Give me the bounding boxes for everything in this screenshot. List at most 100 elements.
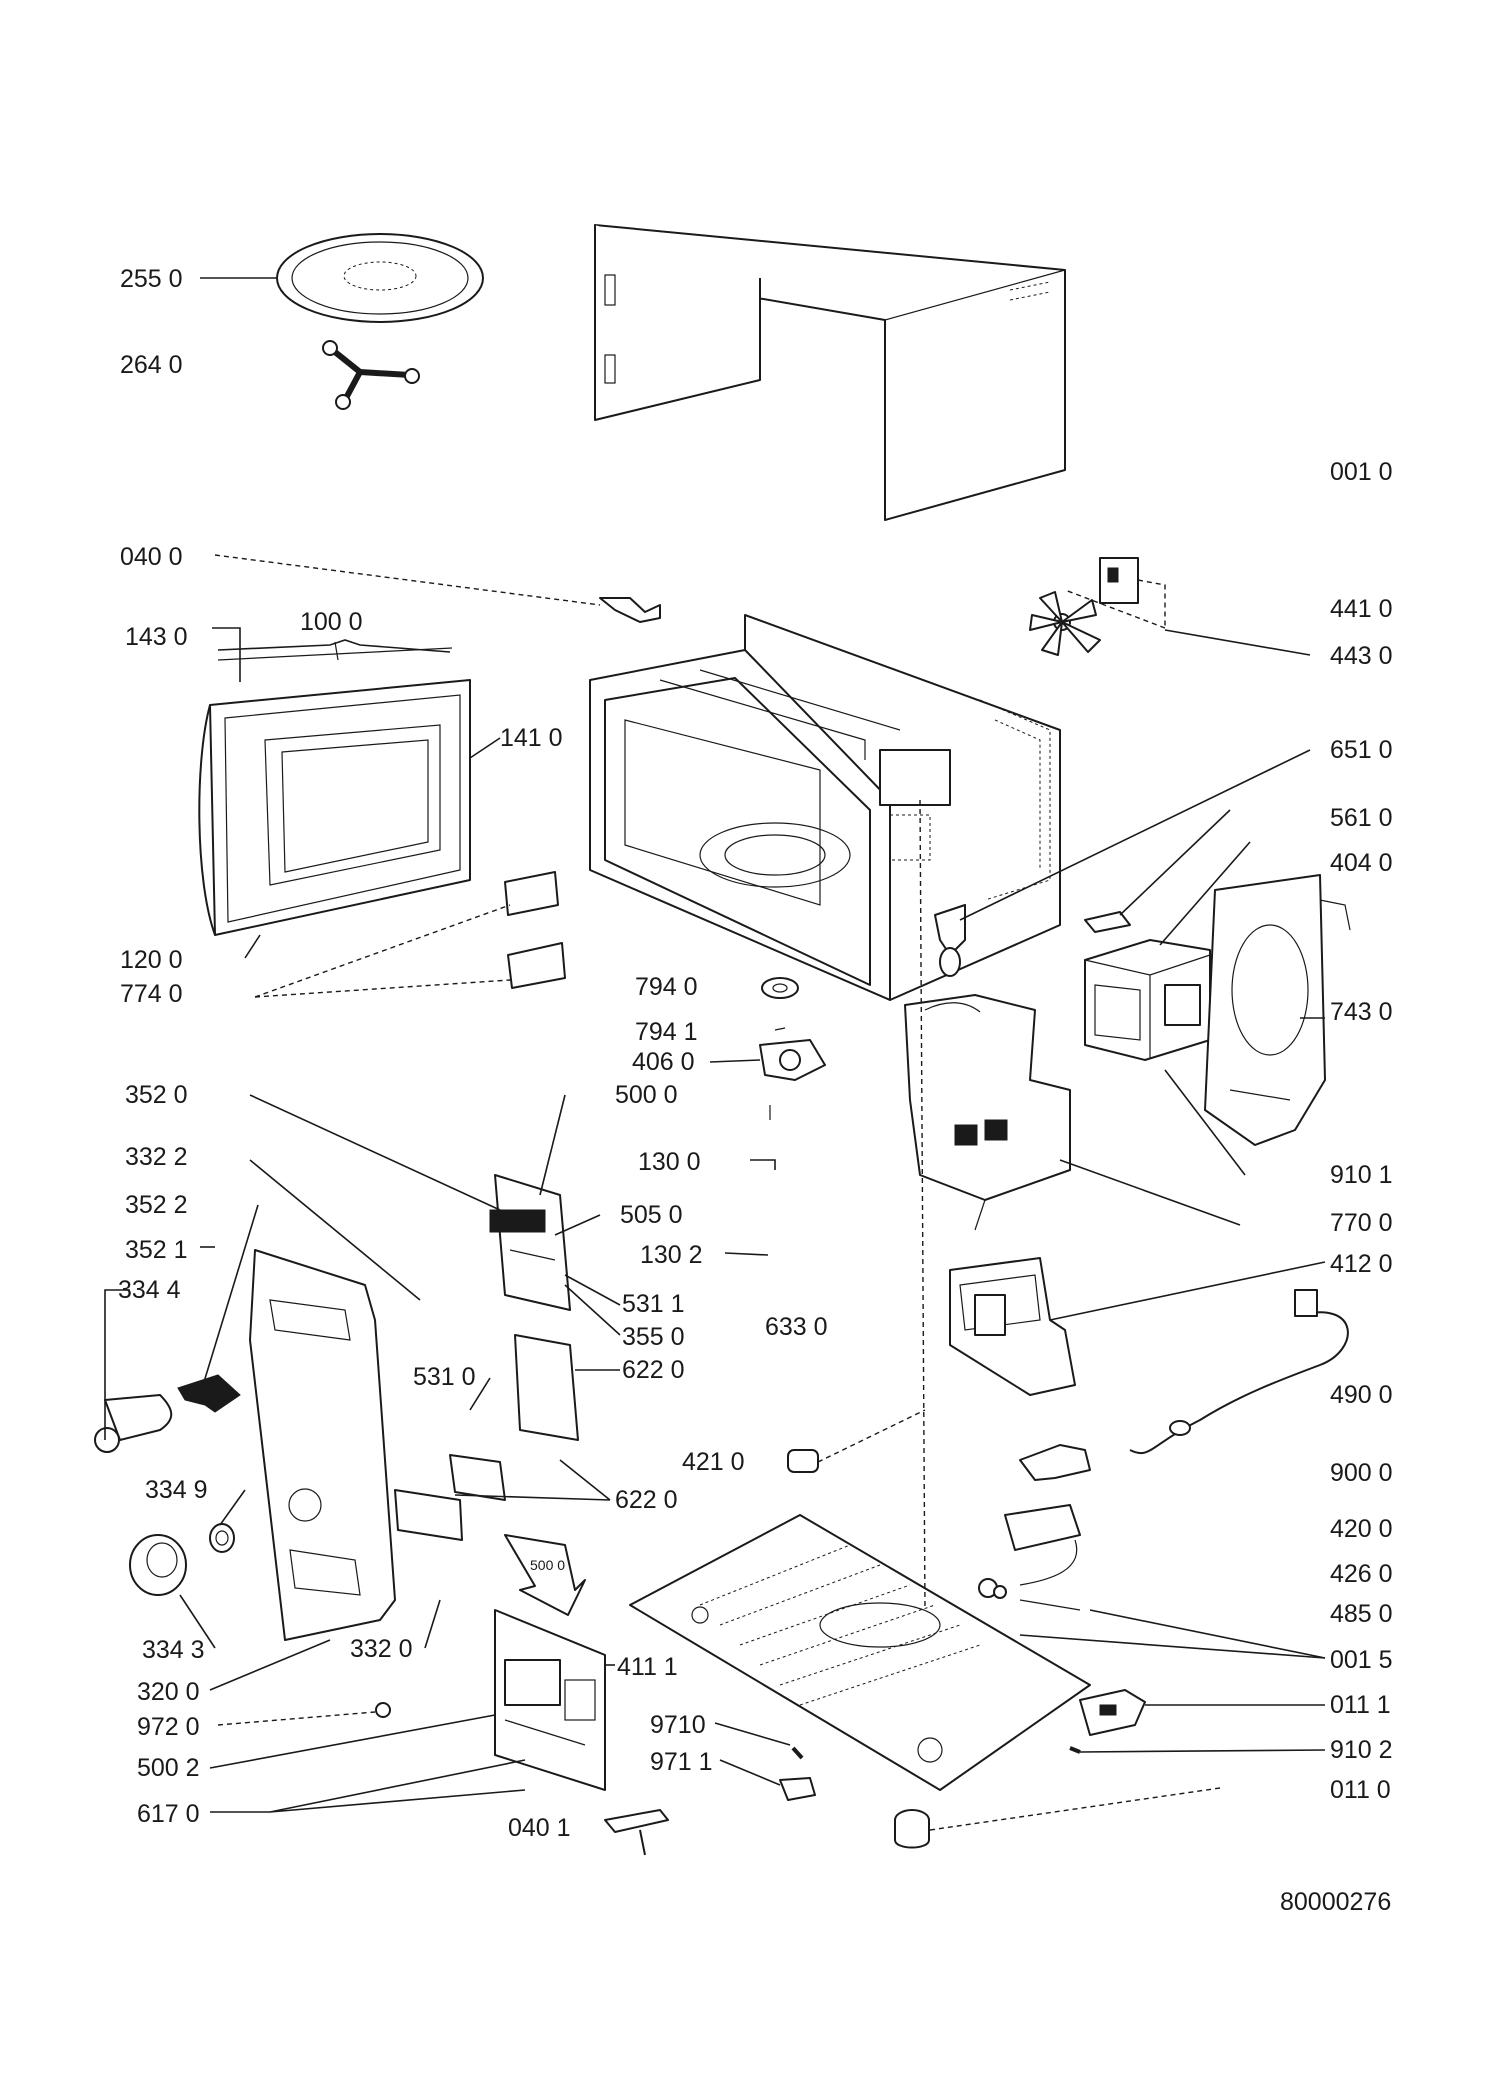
waveguide-cover <box>904 994 1071 1231</box>
callout-633-0: 633 0 <box>765 1313 828 1341</box>
callout-332-2: 332 2 <box>125 1143 188 1171</box>
turntable-plate <box>276 233 484 323</box>
callout-334-9: 334 9 <box>145 1476 208 1504</box>
callout-120-0: 120 0 <box>120 946 183 974</box>
callout-352-0: 352 0 <box>125 1081 188 1109</box>
callout-040-0: 040 0 <box>120 543 183 571</box>
callout-255-0: 255 0 <box>120 265 183 293</box>
stirrer <box>1084 911 1131 933</box>
pad-lower <box>507 942 566 989</box>
callout-910-2: 910 2 <box>1330 1736 1393 1764</box>
callout-617-0: 617 0 <box>137 1800 200 1828</box>
callout-770-0: 770 0 <box>1330 1209 1393 1237</box>
callout-900-0: 900 0 <box>1330 1459 1393 1487</box>
leader-lines <box>104 277 1326 1831</box>
outer-cabinet <box>594 224 1066 521</box>
callout-420-0: 420 0 <box>1330 1515 1393 1543</box>
callout-011-0: 011 0 <box>1330 1776 1391 1804</box>
callout-001-0: 001 0 <box>1330 458 1393 486</box>
callout-100-0: 100 0 <box>300 608 363 636</box>
callout-500-0: 500 0 <box>615 1081 678 1109</box>
callout-774-0: 774 0 <box>120 980 183 1008</box>
callout-910-1: 910 1 <box>1330 1161 1393 1189</box>
screw-910-2 <box>1069 1746 1081 1754</box>
callout-404-0: 404 0 <box>1330 849 1393 877</box>
bracket-top <box>599 597 661 623</box>
clip-971-1 <box>779 1777 816 1801</box>
callout-794-0: 794 0 <box>635 973 698 1001</box>
callout-971-1: 971 1 <box>650 1748 713 1776</box>
callout-490-0: 490 0 <box>1330 1381 1393 1409</box>
callout-412-0: 412 0 <box>1330 1250 1393 1278</box>
keypad-pcb <box>394 1334 579 1541</box>
knob-small <box>94 1394 173 1453</box>
callout-443-0: 443 0 <box>1330 642 1393 670</box>
door-assembly <box>198 641 471 936</box>
callout-500-2: 500 2 <box>137 1754 200 1782</box>
callout-143-0: 143 0 <box>125 623 188 651</box>
callout-505-0: 505 0 <box>620 1201 683 1229</box>
grommet <box>375 1702 391 1718</box>
callout-500-0-arrow: 500 0 <box>530 1557 565 1573</box>
callout-743-0: 743 0 <box>1330 998 1393 1026</box>
hv-transformer <box>949 1257 1076 1396</box>
callout-320-0: 320 0 <box>137 1678 200 1706</box>
pad-upper <box>504 871 559 916</box>
callout-001-5: 001 5 <box>1330 1646 1393 1674</box>
display-pcb <box>489 1174 571 1311</box>
hv-diode <box>978 1578 1081 1611</box>
lamp <box>934 904 966 977</box>
hv-capacitor <box>1004 1444 1091 1586</box>
roller-support <box>322 340 420 410</box>
callout-141-0: 141 0 <box>500 724 563 752</box>
oven-cavity <box>589 614 1061 1001</box>
callout-334-4: 334 4 <box>118 1276 181 1304</box>
callout-130-2: 130 2 <box>640 1241 703 1269</box>
knob-ring <box>209 1523 235 1553</box>
callout-421-0: 421 0 <box>682 1448 745 1476</box>
fan-blade <box>1029 591 1101 656</box>
callout-040-1: 040 1 <box>508 1814 571 1842</box>
base-plate <box>629 1514 1091 1791</box>
callout-426-0: 426 0 <box>1330 1560 1393 1588</box>
document-number: 80000276 <box>1280 1888 1391 1916</box>
magnetron <box>1084 939 1211 1061</box>
knob-large <box>129 1534 187 1596</box>
callout-531-1: 531 1 <box>622 1290 685 1318</box>
door-latch-bracket <box>1079 1689 1146 1736</box>
callout-411-1: 411 1 <box>617 1653 678 1681</box>
callout-332-0: 332 0 <box>350 1635 413 1663</box>
callout-561-0: 561 0 <box>1330 804 1393 832</box>
bracket-040-1 <box>604 1809 669 1856</box>
callout-011-1: 011 1 <box>1330 1691 1391 1719</box>
fan-motor <box>1099 557 1166 628</box>
fuse <box>787 1449 819 1473</box>
screw-9710 <box>791 1746 804 1760</box>
callout-622-0-lower: 622 0 <box>615 1486 678 1514</box>
callout-441-0: 441 0 <box>1330 595 1393 623</box>
callout-334-3: 334 3 <box>142 1636 205 1664</box>
callout-130-0: 130 0 <box>638 1148 701 1176</box>
callout-794-1: 794 1 <box>635 1018 698 1046</box>
callout-406-0: 406 0 <box>632 1048 695 1076</box>
callout-485-0: 485 0 <box>1330 1600 1393 1628</box>
callout-352-2: 352 2 <box>125 1191 188 1219</box>
callout-972-0: 972 0 <box>137 1713 200 1741</box>
control-panel <box>249 1249 396 1641</box>
callout-352-1: 352 1 <box>125 1236 188 1264</box>
turntable-motor <box>759 977 826 1120</box>
callout-531-0: 531 0 <box>413 1363 476 1391</box>
callout-622-0-upper: 622 0 <box>622 1356 685 1384</box>
inverter-module <box>494 1609 606 1791</box>
callout-9710: 9710 <box>650 1711 706 1739</box>
knob-spring <box>177 1374 241 1413</box>
callout-labels: 255 0 264 0 001 0 040 0 143 0 100 0 141 … <box>118 265 1393 1842</box>
callout-651-0: 651 0 <box>1330 736 1393 764</box>
assembly-arrow <box>504 1534 586 1616</box>
callout-355-0: 355 0 <box>622 1323 685 1351</box>
power-cord <box>1129 1289 1349 1455</box>
air-duct <box>1204 874 1351 1146</box>
callout-264-0: 264 0 <box>120 351 183 379</box>
foot <box>894 1809 930 1849</box>
